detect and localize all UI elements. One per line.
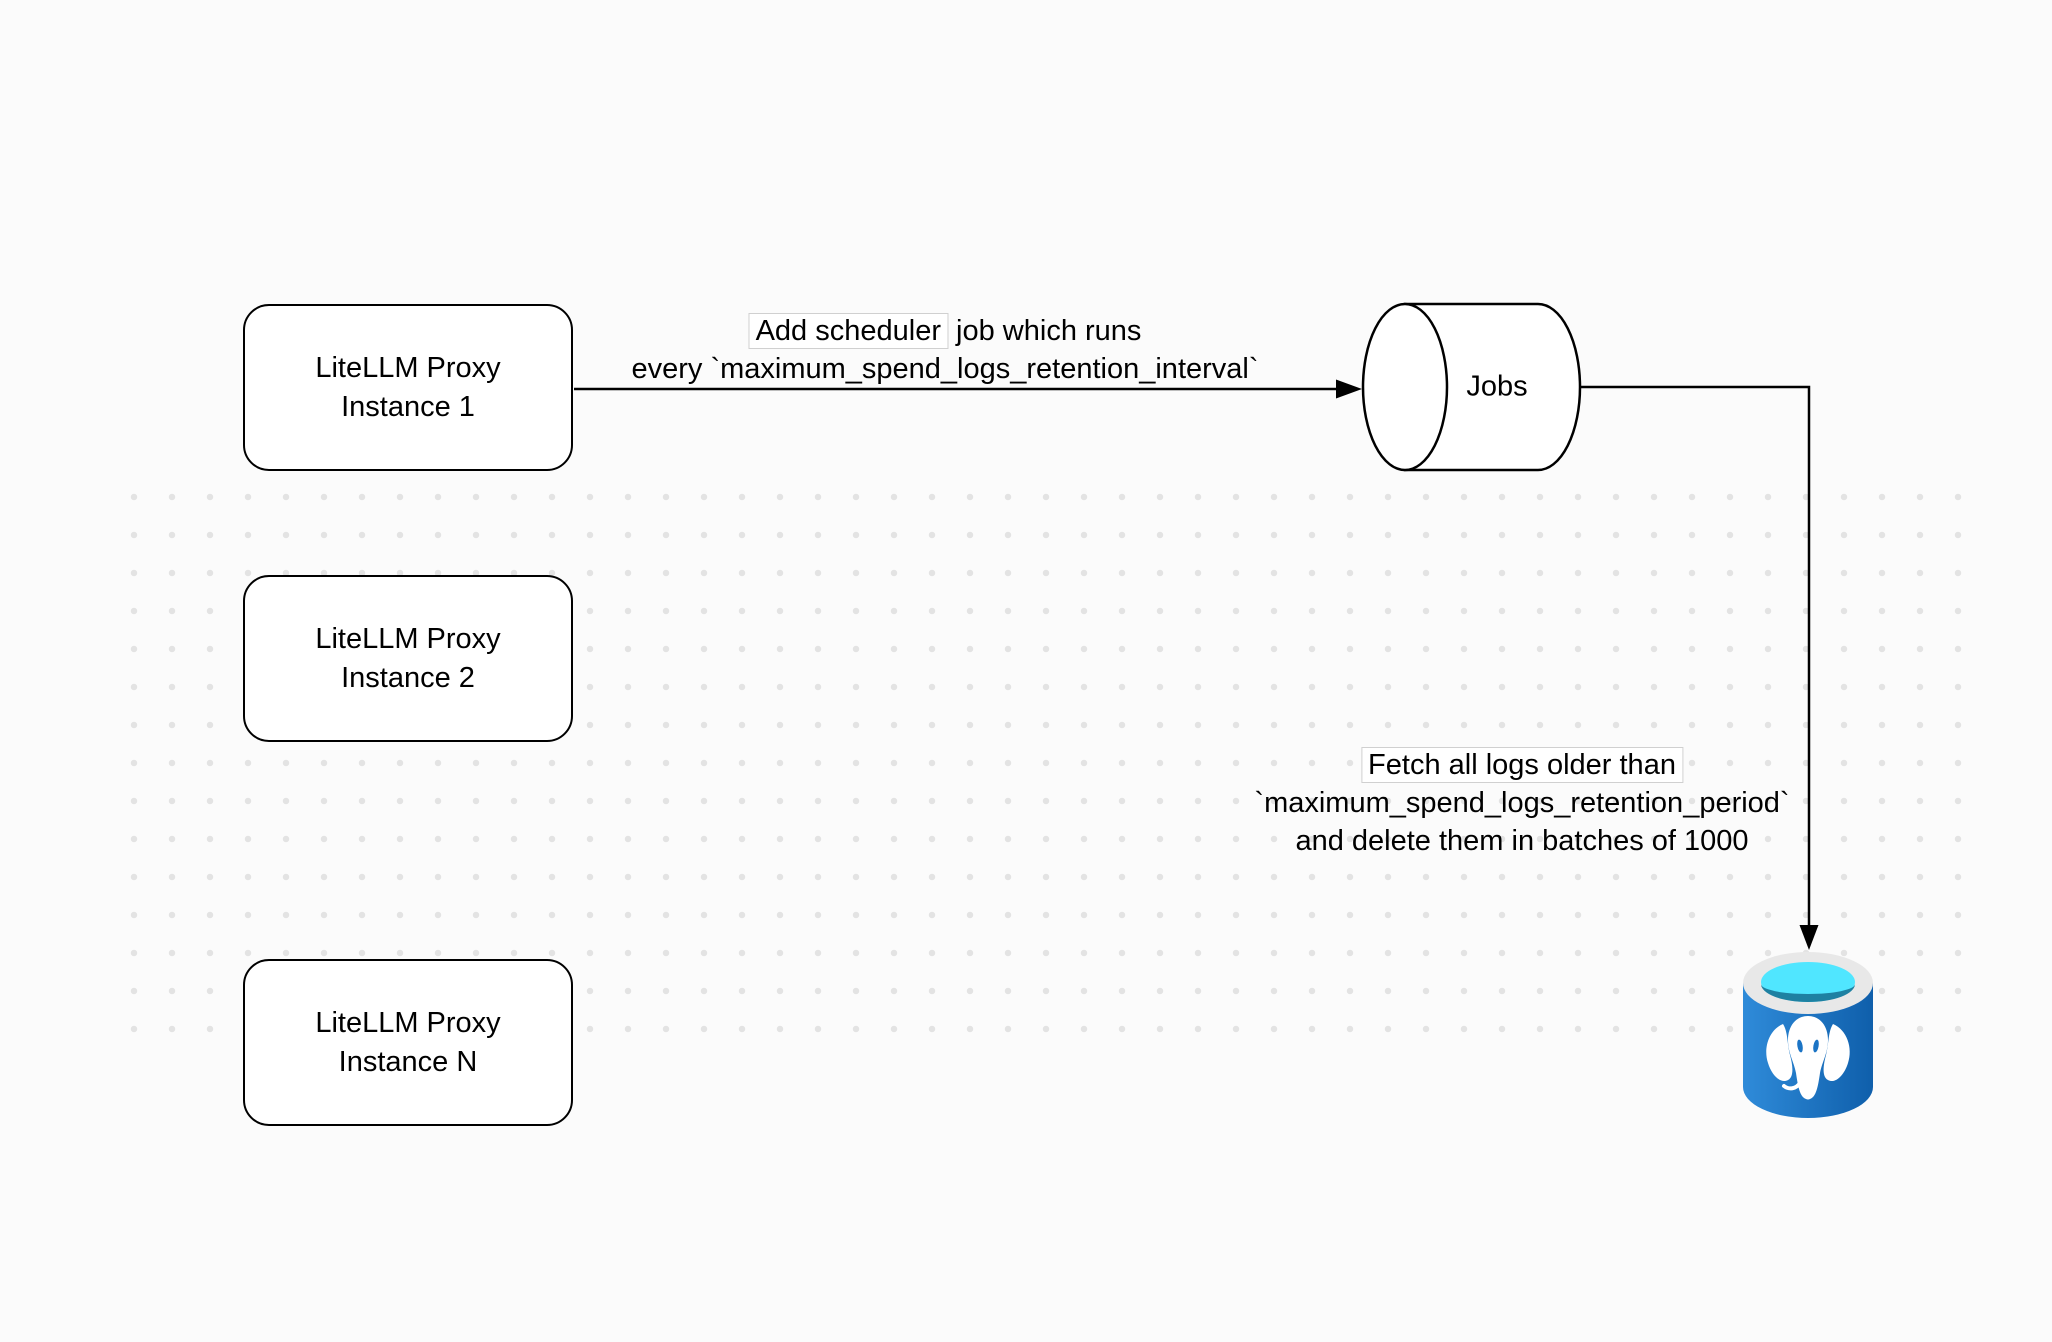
edge-label-cleanup-line3: and delete them in batches of 1000 [1295, 825, 1749, 857]
edge-label-cleanup-line1-boxed: Fetch all logs older than [1361, 747, 1683, 783]
node-litellm-proxy-instance-2: LiteLLM Proxy Instance 2 [243, 575, 573, 742]
jobs-cylinder-cap [1361, 302, 1449, 472]
postgresql-database-icon [1743, 952, 1873, 1118]
node-label-line1: LiteLLM Proxy [315, 622, 501, 655]
edge-label-cleanup-line2: `maximum_spend_logs_retention_period` [1254, 787, 1790, 819]
node-litellm-proxy-instance-1: LiteLLM Proxy Instance 1 [243, 304, 573, 471]
elephant-left-ear [1766, 1024, 1793, 1082]
node-label-line2: Instance 2 [341, 661, 475, 694]
node-litellm-proxy-instance-n: LiteLLM Proxy Instance N [243, 959, 573, 1126]
edge-label-scheduler-line1-boxed: Add scheduler [748, 313, 948, 349]
node-label-line1: LiteLLM Proxy [315, 1006, 501, 1039]
elephant-left-eye [1797, 1039, 1803, 1053]
elephant-right-ear [1823, 1024, 1850, 1082]
node-label-line2: Instance N [338, 1045, 478, 1078]
elephant-right-eye [1813, 1039, 1819, 1053]
edge-label-cleanup-line1: Fetch all logs older than [1254, 746, 1789, 784]
jobs-node-label: Jobs [1466, 370, 1528, 403]
elephant-tusk [1782, 1081, 1802, 1091]
edge-label-cleanup: Fetch all logs older than `maximum_spend… [1254, 746, 1790, 860]
edge-label-scheduler-line1-rest: job which runs [947, 315, 1142, 347]
edge-label-scheduler-line1: Add scheduler job which runs [631, 312, 1258, 350]
edge-label-scheduler-line2: every `maximum_spend_logs_retention_inte… [631, 353, 1259, 385]
node-label-line1: LiteLLM Proxy [315, 351, 501, 384]
edge-label-scheduler: Add scheduler job which runs every `maxi… [631, 312, 1259, 388]
arrowhead-jobs-to-postgres [1799, 925, 1819, 950]
node-label-line2: Instance 1 [341, 390, 475, 423]
jobs-cylinder-body [1403, 302, 1582, 472]
arrowhead-instance1-to-jobs [1336, 379, 1362, 399]
postgres-elephant-logo [1766, 1016, 1850, 1100]
